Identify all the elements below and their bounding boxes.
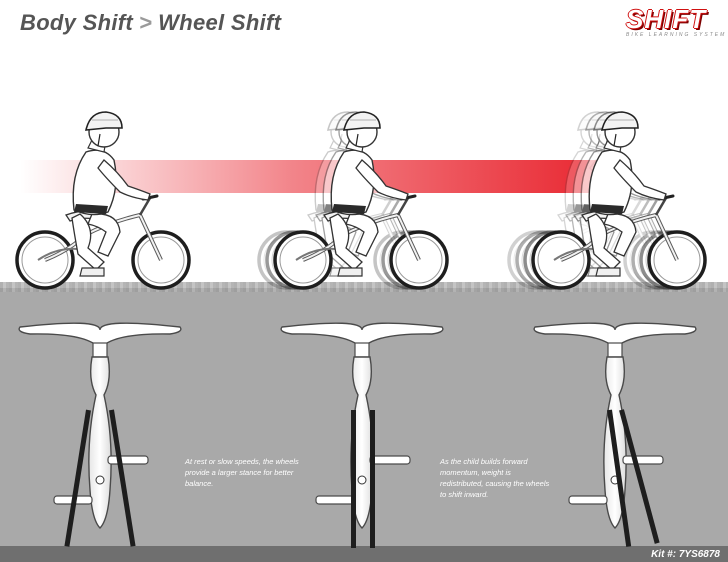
ground-bottom-strip	[0, 546, 728, 562]
title-body-shift: Body Shift	[20, 10, 133, 35]
page-title: Body Shift>Wheel Shift	[20, 10, 281, 36]
front-bike-stage-3	[533, 322, 697, 547]
rider-stage-1	[15, 110, 191, 290]
logo-tagline: BIKE LEARNING SYSTEM	[626, 32, 727, 38]
rider-stage-3	[507, 110, 707, 290]
title-separator: >	[139, 10, 153, 35]
rider-stage-2	[257, 110, 449, 290]
brand-logo: SHIFT BIKE LEARNING SYSTEM	[624, 4, 724, 40]
logo-wordmark: SHIFT	[626, 4, 707, 34]
kit-number: Kit #: 7YS6878	[651, 549, 720, 560]
title-wheel-shift: Wheel Shift	[158, 10, 282, 35]
front-bike-stage-1	[18, 322, 182, 547]
front-bike-stage-2	[280, 322, 444, 548]
ground-edge	[0, 282, 728, 292]
caption-stage-2: As the child builds forward momentum, we…	[440, 457, 550, 499]
caption-stage-1: At rest or slow speeds, the wheels provi…	[185, 457, 299, 488]
